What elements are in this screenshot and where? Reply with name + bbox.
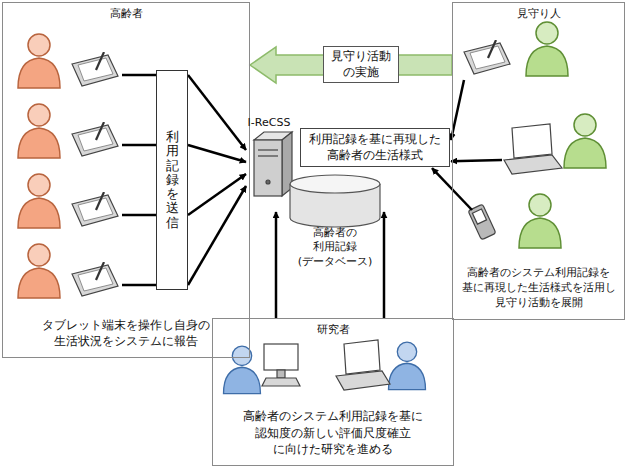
actor-group: 高齢者タブレット端末を操作し自身の 生活状況をシステムに報告 利用記録を送信	[2, 2, 250, 358]
arrow-connector	[188, 75, 246, 285]
group-title: 研究者	[213, 322, 453, 337]
server-node: I-ReCSS	[244, 116, 294, 200]
laptop-icon	[336, 340, 390, 390]
process-box: 利用記録を基に再現した 高齢者の生活様式	[300, 128, 450, 167]
node-text: タブレット端末を操作し自身の 生活状況をシステムに報告	[38, 317, 214, 349]
group-title: 見守り人	[453, 6, 624, 21]
database-cylinder	[290, 175, 380, 227]
laptop-icon	[504, 124, 562, 174]
node-text: I-ReCSS	[244, 116, 294, 129]
node-text: 高齢者のシステム利用記録を 基に再現した生活様式を活用し 見守り活動を展開	[459, 266, 619, 311]
researcher-figures	[224, 342, 426, 394]
node-text: 高齢者のシステム利用記録を基に 認知度の新しい評価尺度確立 に向けた研究を進める	[239, 408, 427, 457]
node-text: 利用記録を基に再現した 高齢者の生活様式	[306, 132, 444, 163]
node-text: 利用記録を送信	[166, 130, 179, 230]
elderly-figures	[18, 34, 118, 298]
send-band: 利用記録を送信	[156, 70, 188, 290]
group-title: 高齢者	[3, 6, 249, 21]
database-node: 高齢者の 利用記録 (データベース)	[268, 174, 402, 286]
server-icon	[254, 132, 292, 196]
edge-label: 見守り活動 の実施	[323, 46, 399, 83]
actor-group: 見守り人高齢者のシステム利用記録を 基に再現した生活様式を活用し 見守り活動を展…	[452, 2, 625, 320]
block-arrow	[250, 47, 452, 83]
node-text: 高齢者の 利用記録 (データベース)	[292, 226, 378, 269]
desktop-icon	[262, 344, 300, 386]
arrow-connector	[276, 212, 384, 318]
send-lines	[122, 75, 157, 285]
actor-group: 研究者高齢者のシステム利用記録を基に 認知度の新しい評価尺度確立 に向けた研究を…	[212, 318, 454, 466]
watcher-figures	[464, 22, 606, 248]
